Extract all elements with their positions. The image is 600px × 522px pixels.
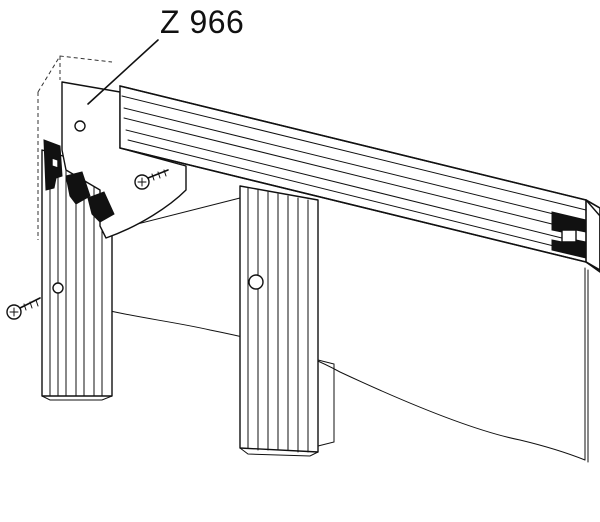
top-profile xyxy=(119,85,600,273)
part-number-label: Z 966 xyxy=(160,4,245,40)
left-post-profile-ends xyxy=(43,139,115,223)
middle-post xyxy=(239,185,335,457)
hidden-outline xyxy=(37,55,113,240)
screw-upper xyxy=(134,169,169,190)
screw-lower xyxy=(6,297,41,320)
callout-leader xyxy=(87,39,159,105)
